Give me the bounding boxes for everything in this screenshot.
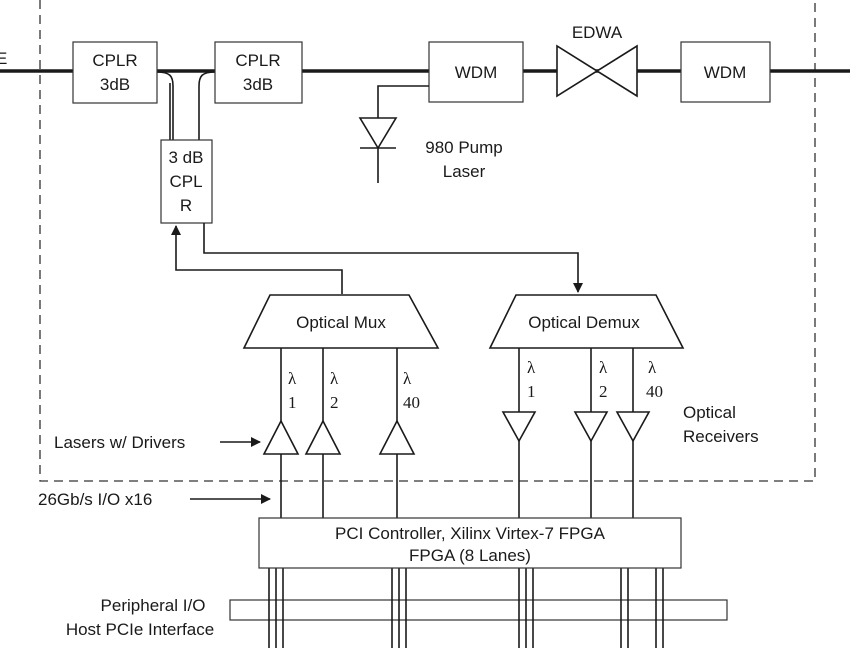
peripheral-io-label-line2: Host PCIe Interface <box>66 620 214 639</box>
pcie-lanes <box>268 568 664 648</box>
fiber-tap-1 <box>156 71 174 140</box>
tx-lambda-1-symbol: λ <box>288 369 297 388</box>
edwa-amplifier: EDWA <box>556 23 638 98</box>
coupler-3-label-line1: 3 dB <box>169 148 204 167</box>
wdm-1: WDM <box>428 41 524 103</box>
module-boundary <box>39 0 816 482</box>
optical-demux: Optical Demux <box>488 294 685 349</box>
rx-lambda-2-symbol: λ <box>599 358 608 377</box>
pump-fiber <box>377 85 429 183</box>
rx-lambda-40-index: 40 <box>646 382 663 401</box>
optical-receivers-label-line2: Receivers <box>683 427 759 446</box>
fpga-label-line1: PCI Controller, Xilinx Virtex-7 FPGA <box>335 524 606 543</box>
coupler-3db-2: CPLR 3dB <box>214 41 303 104</box>
io-rate-label: 26Gb/s I/O x16 <box>38 490 152 509</box>
tx-lambda-40-symbol: λ <box>403 369 412 388</box>
optical-mux: Optical Mux <box>242 294 440 349</box>
optical-demux-label: Optical Demux <box>528 313 640 332</box>
coupler-1-label-line1: CPLR <box>92 51 137 70</box>
coupler-2-label-line2: 3dB <box>243 75 273 94</box>
rx-lambda-1-symbol: λ <box>527 358 536 377</box>
rx-lambda-2-index: 2 <box>599 382 608 401</box>
laser-driver-40 <box>378 419 416 455</box>
rx-lambda-1-index: 1 <box>527 382 536 401</box>
edwa-label: EDWA <box>572 23 623 42</box>
coupler-3db-3: 3 dB CPL R <box>160 139 213 224</box>
wdm-2: WDM <box>680 41 771 103</box>
tx-lambda-2-symbol: λ <box>330 369 339 388</box>
tx-lambda-1-index: 1 <box>288 393 297 412</box>
tx-lambda-2-index: 2 <box>330 393 339 412</box>
laser-driver-1 <box>262 419 300 455</box>
pump-label-line2: Laser <box>443 162 486 181</box>
wdm-2-label: WDM <box>704 63 746 82</box>
wdm-1-label: WDM <box>455 63 497 82</box>
coupler-2-label-line1: CPLR <box>235 51 280 70</box>
tx-lambda-40-index: 40 <box>403 393 420 412</box>
edge-label-fragment: E <box>0 49 7 68</box>
optical-receiver-2 <box>573 411 609 443</box>
laser-driver-2 <box>304 419 342 455</box>
coupler-1-label-line2: 3dB <box>100 75 130 94</box>
pcie-interface-bar <box>229 599 728 621</box>
optical-receivers-label-line1: Optical <box>683 403 736 422</box>
coupler-3-label-line3: R <box>180 196 192 215</box>
optical-mux-label: Optical Mux <box>296 313 386 332</box>
rx-lambda-40-symbol: λ <box>648 358 657 377</box>
fiber-tap-2 <box>198 71 216 140</box>
coupler-3-label-line2: CPL <box>169 172 202 191</box>
pump-diode-symbol <box>358 117 398 150</box>
coupler-3db-1: CPLR 3dB <box>72 41 158 104</box>
pump-label-line1: 980 Pump <box>425 138 503 157</box>
optical-receiver-1 <box>501 411 537 443</box>
fpga-controller: PCI Controller, Xilinx Virtex-7 FPGA FPG… <box>258 517 682 569</box>
coupler-to-demux-arrow <box>203 223 583 293</box>
peripheral-io-label-line1: Peripheral I/O <box>101 596 206 615</box>
fpga-label-line2: FPGA (8 Lanes) <box>409 546 531 565</box>
optical-receiver-40 <box>615 411 651 443</box>
mux-to-coupler-arrow <box>171 225 343 294</box>
pump-laser: 980 Pump Laser <box>358 85 503 183</box>
lasers-drivers-label: Lasers w/ Drivers <box>54 433 185 452</box>
